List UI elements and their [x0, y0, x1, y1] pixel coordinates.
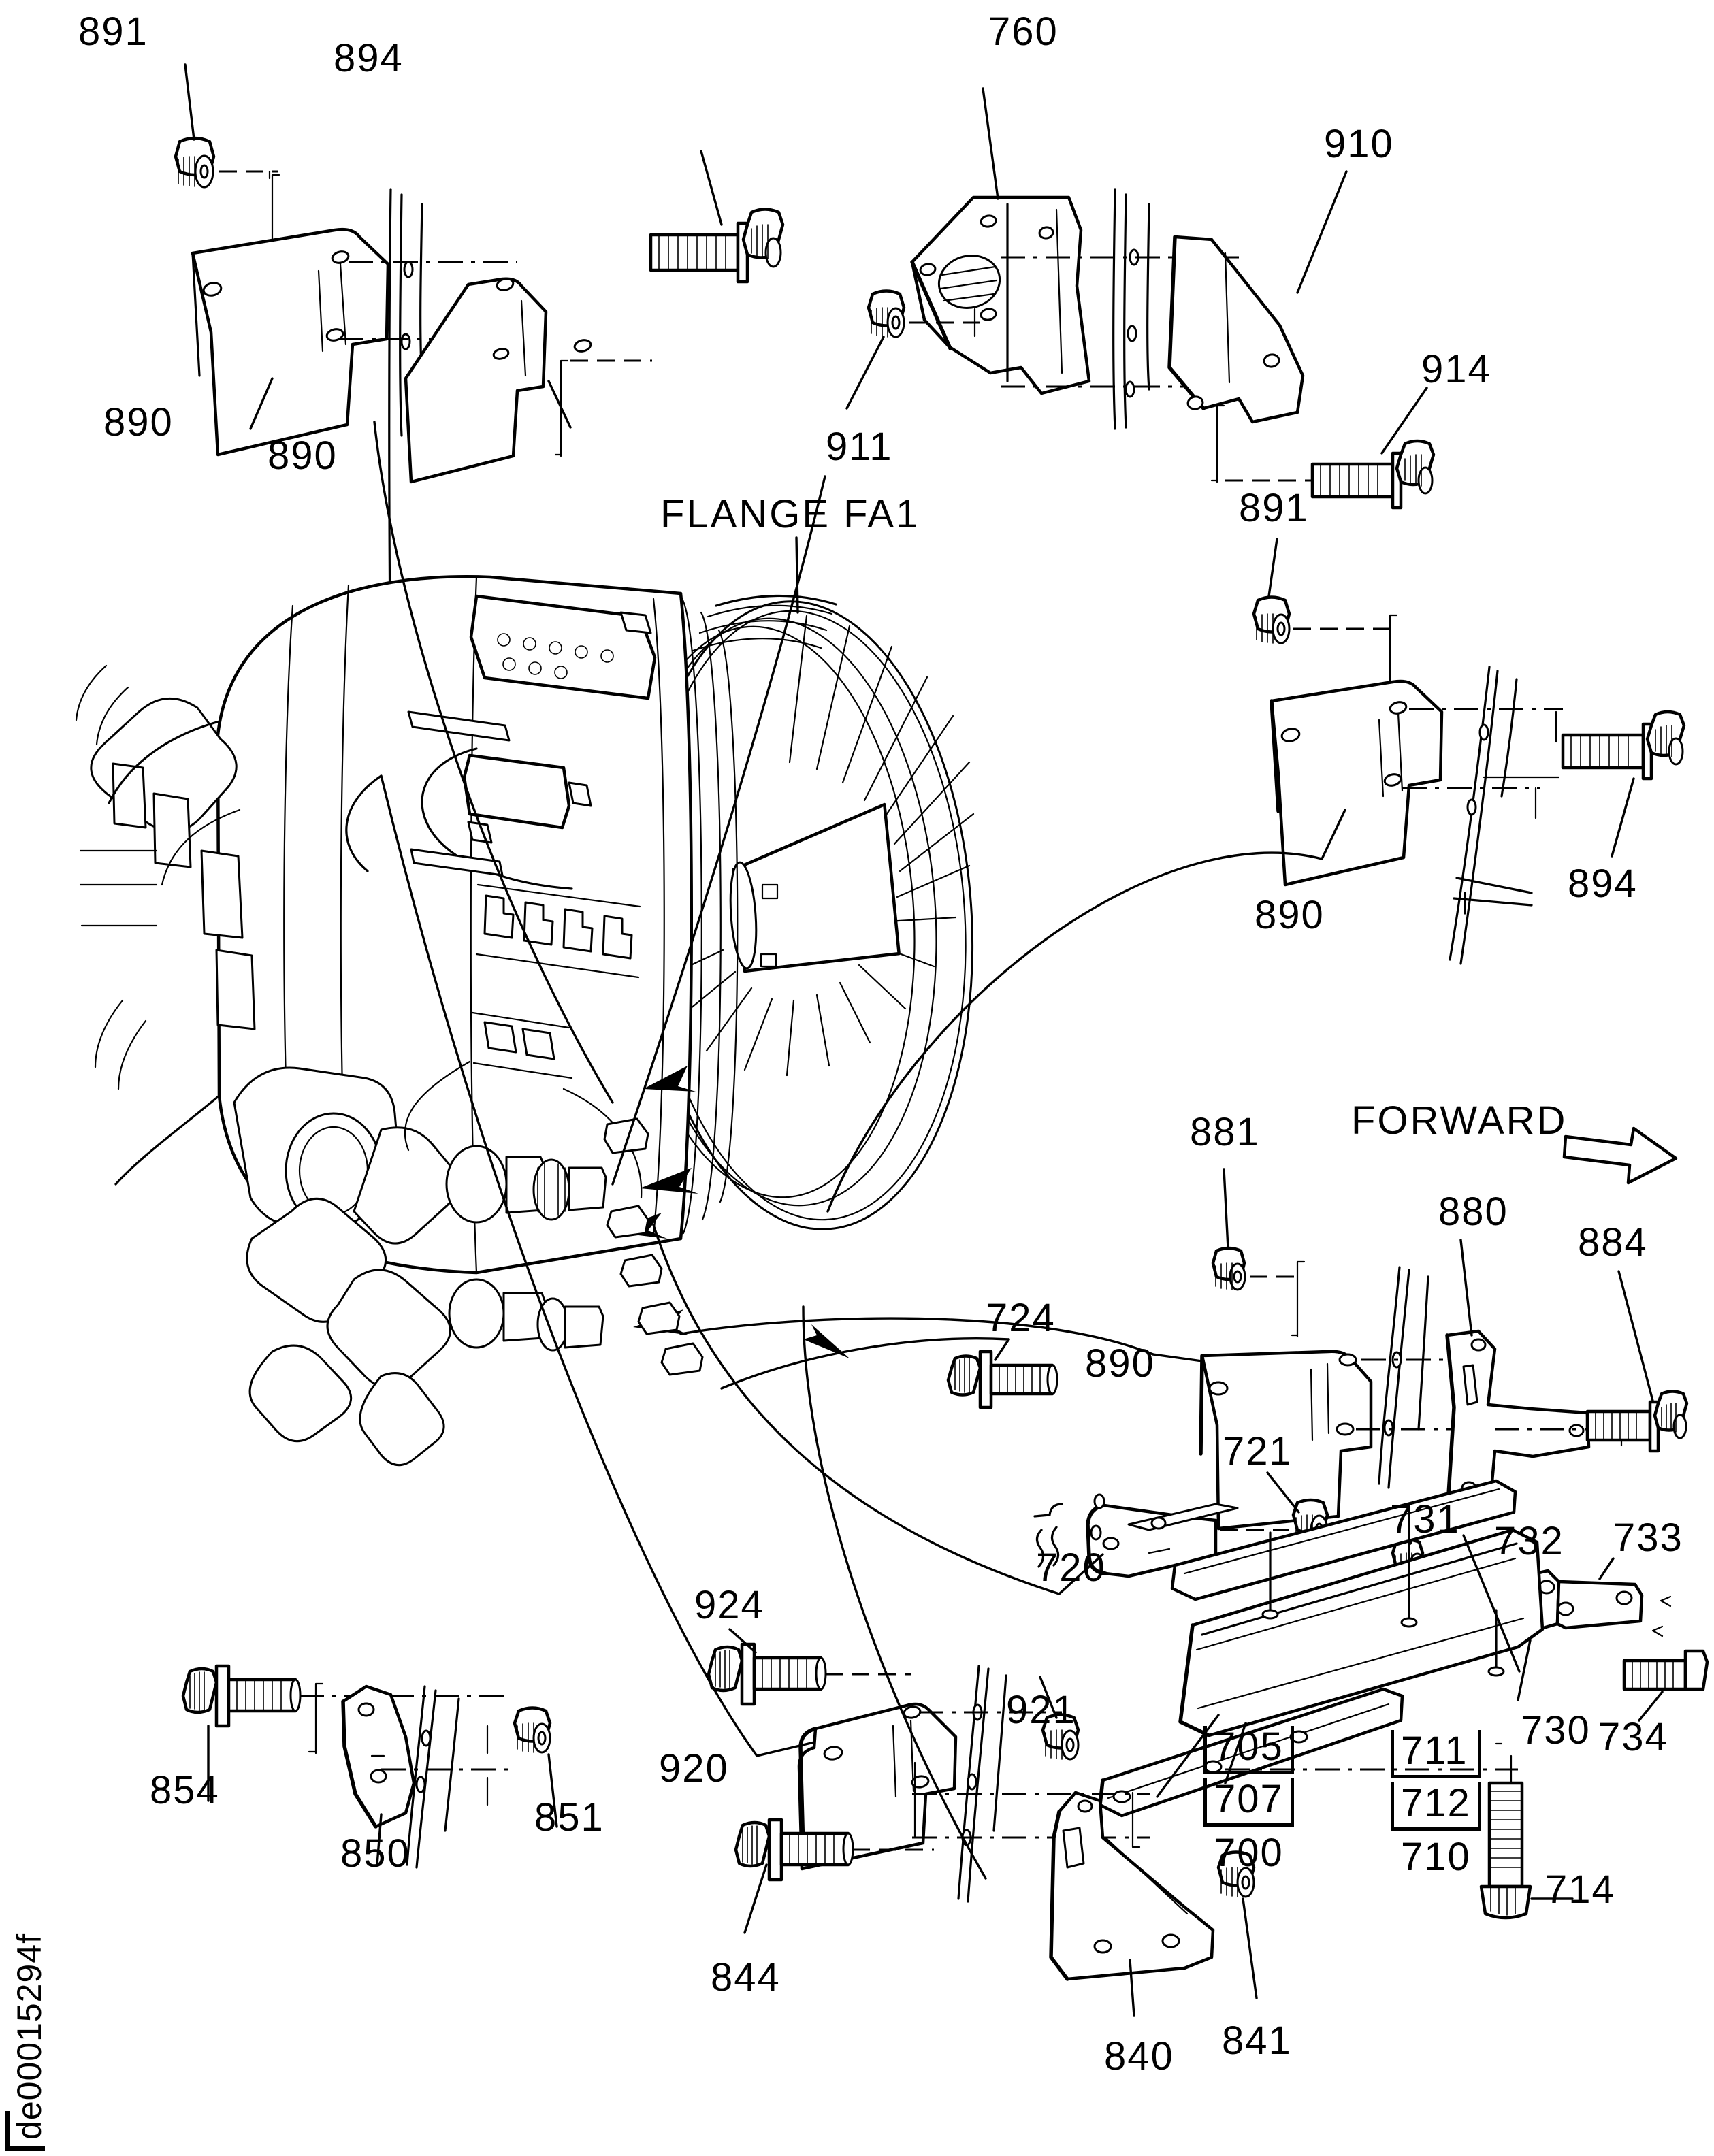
- part-callout-721: 721: [1223, 1429, 1293, 1473]
- part-callout-731: 731: [1390, 1497, 1460, 1541]
- bolt-894b-icon: [1561, 710, 1686, 781]
- part-callout-707: 707: [1203, 1778, 1294, 1827]
- bolt-924-icon: [707, 1642, 827, 1706]
- part-callout-890: 890: [1255, 893, 1325, 937]
- bolt-894-icon: [649, 208, 785, 284]
- part-callout-733: 733: [1613, 1516, 1683, 1560]
- bolt-884-icon: [1585, 1390, 1689, 1453]
- part-callout-911: 911: [826, 425, 893, 469]
- bolt-734-icon: [1622, 1649, 1709, 1691]
- part-callout-914: 914: [1421, 347, 1491, 391]
- part-callout-711: 711: [1391, 1730, 1481, 1778]
- part-callout-720: 720: [1036, 1546, 1106, 1590]
- nut-721-icon: [1291, 1498, 1329, 1546]
- forward-direction-label: FORWARD: [1351, 1098, 1568, 1143]
- engine-illustration: [75, 421, 1323, 1880]
- part-callout-881: 881: [1190, 1110, 1260, 1154]
- part-callout-891: 891: [78, 10, 148, 54]
- part-callout-844: 844: [711, 1955, 781, 1999]
- part-callout-920: 920: [659, 1746, 729, 1791]
- part-callout-712: 712: [1391, 1782, 1481, 1831]
- upper-left-bracket-group: [174, 63, 785, 709]
- part-callout-884: 884: [1578, 1220, 1648, 1264]
- stud-714-icon: [1479, 1781, 1532, 1920]
- part-callout-910: 910: [1324, 122, 1394, 166]
- bolt-854-icon: [181, 1664, 302, 1728]
- part-callout-700: 700: [1214, 1831, 1284, 1875]
- part-callout-734: 734: [1598, 1715, 1668, 1759]
- part-callout-880: 880: [1438, 1190, 1508, 1234]
- flange-slot-arrows: [610, 1066, 850, 1358]
- part-callout-714: 714: [1545, 1867, 1615, 1912]
- part-callout-710: 710: [1401, 1835, 1471, 1879]
- part-callout-851: 851: [534, 1795, 604, 1840]
- part-callout-724: 724: [986, 1296, 1056, 1340]
- strut-assembly-group: [946, 1338, 1709, 1920]
- part-callout-890: 890: [1085, 1341, 1155, 1386]
- part-callout-854: 854: [150, 1768, 220, 1812]
- nut-731-icon: [1391, 1538, 1426, 1581]
- corner-registration-mark: [5, 2111, 45, 2151]
- part-callout-730: 730: [1521, 1708, 1591, 1752]
- part-callout-840: 840: [1104, 2034, 1174, 2078]
- forward-arrow-icon: [1562, 1126, 1678, 1185]
- part-callout-841: 841: [1222, 2019, 1292, 2063]
- part-callout-760: 760: [988, 10, 1058, 54]
- part-callout-732: 732: [1494, 1519, 1564, 1563]
- part-callout-924: 924: [694, 1583, 764, 1627]
- part-callout-890: 890: [268, 434, 338, 478]
- lower-center-bracket-group: [707, 1628, 1258, 2017]
- nut-881-icon: [1211, 1246, 1246, 1291]
- part-callout-894: 894: [1568, 862, 1638, 906]
- part-callout-891: 891: [1239, 486, 1309, 530]
- part-callout-850: 850: [340, 1831, 410, 1876]
- nut-851-icon: [513, 1706, 552, 1754]
- part-callout-890: 890: [103, 400, 174, 444]
- part-callout-705: 705: [1203, 1726, 1294, 1774]
- nut-911-icon: [867, 289, 906, 338]
- nut-891b-icon: [1252, 595, 1291, 644]
- washer-732-icon: [1437, 1552, 1460, 1587]
- nut-891-icon: [174, 136, 216, 189]
- bolt-914-icon: [1310, 439, 1436, 510]
- bolt-844-icon: [734, 1818, 854, 1882]
- part-callout-894: 894: [334, 36, 404, 80]
- flange-fa1-label: FLANGE FA1: [660, 492, 920, 536]
- sheet-id-code: de00015294f: [10, 1933, 48, 2140]
- bolt-724-icon: [946, 1350, 1058, 1409]
- part-callout-921: 921: [1006, 1688, 1076, 1732]
